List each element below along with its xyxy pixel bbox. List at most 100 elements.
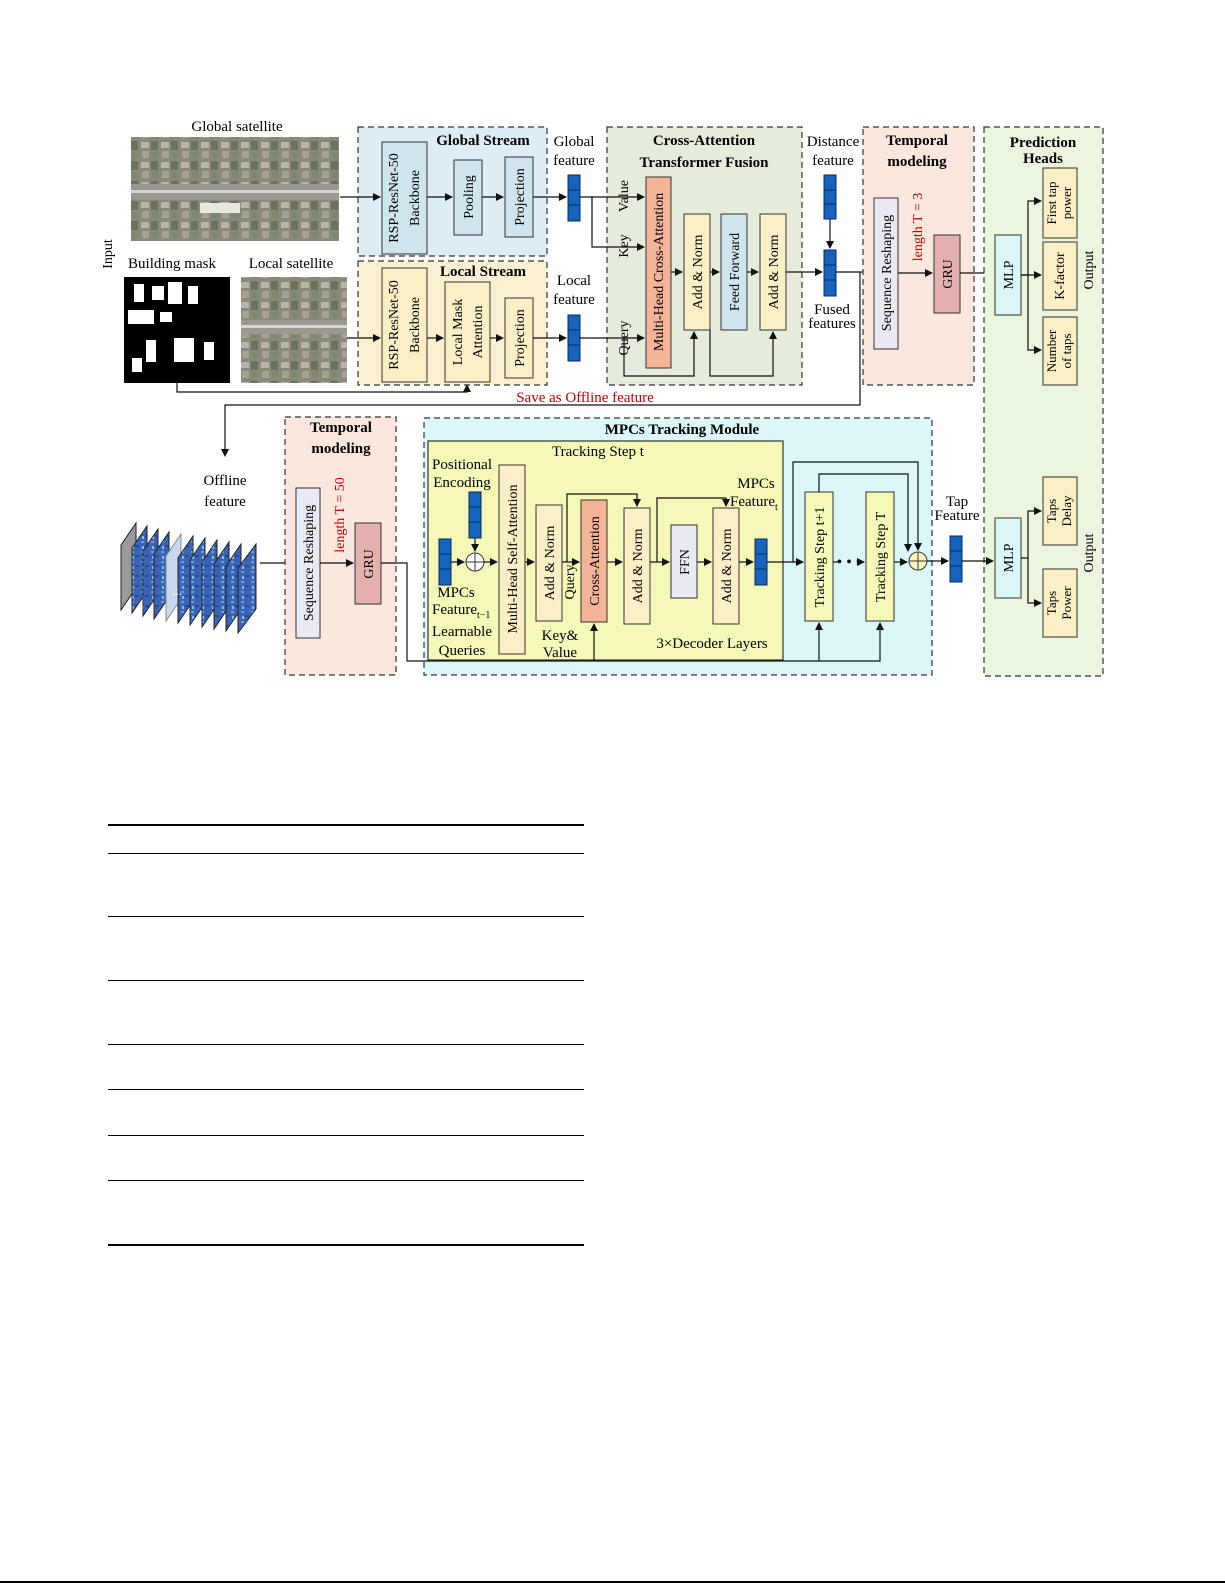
- tap-feature-token: [949, 535, 963, 583]
- local-stream-title: Local Stream: [440, 264, 526, 280]
- feature-prev-label: Featuret−1: [432, 602, 490, 621]
- prediction-title-line1: Prediction: [1010, 135, 1077, 151]
- temporal-top-title-line1: Temporal: [886, 133, 948, 149]
- local-feature-line2: feature: [553, 292, 595, 308]
- add-norm-a-label: Add & Norm: [543, 526, 558, 601]
- page-bottom-rule: [0, 1581, 1225, 1583]
- local-backbone-line2: Backbone: [408, 297, 423, 353]
- temporal-bottom-reshape-label: Sequence Reshaping: [302, 505, 317, 621]
- fused-features-line2: features: [808, 316, 856, 332]
- local-feature-token: [567, 314, 581, 362]
- fused-features-line1: Fused: [814, 302, 850, 318]
- mlp-top-label: MLP: [1002, 260, 1017, 289]
- cross-attention-title-line1: Cross-Attention: [653, 133, 756, 149]
- tracking-step-T-label: Tracking Step T: [874, 511, 889, 602]
- table-bottom-rule: [108, 1244, 584, 1246]
- table-row-rule: [108, 1044, 584, 1045]
- local-mask-attention-line1: Local Mask: [451, 299, 466, 365]
- global-feature-token: [567, 174, 581, 222]
- tap-feature-line2: Feature: [935, 508, 980, 524]
- global-feature-line2: feature: [553, 153, 595, 169]
- ffn-label: FFN: [678, 549, 693, 575]
- table-row-rule: [108, 980, 584, 981]
- tracking-step-t1-label: Tracking Step t+1: [813, 507, 828, 608]
- fusion-arrows: [580, 193, 823, 377]
- global-satellite-image: [131, 137, 339, 241]
- value-label: Value: [617, 180, 632, 212]
- number-of-taps-line1: Number: [1044, 329, 1059, 372]
- feature-prev-text: Feature: [432, 602, 477, 618]
- positional-encoding-token: [468, 491, 482, 539]
- table-row-rule: [108, 1135, 584, 1136]
- temporal-top-reshape-label: Sequence Reshaping: [880, 215, 895, 331]
- feature-t-label: Featuret: [730, 494, 778, 513]
- taps-power-line1: Taps: [1044, 591, 1059, 615]
- global-feature-line1: Global: [554, 134, 595, 150]
- prediction-title-line2: Heads: [1023, 151, 1063, 167]
- number-of-taps-line2: of taps: [1059, 333, 1074, 368]
- local-feature-line1: Local: [557, 273, 591, 289]
- cross-attention-box: [580, 499, 608, 623]
- local-backbone-line1: RSP-ResNet-50: [387, 280, 402, 369]
- global-backbone-box: [381, 141, 428, 255]
- learnable-queries-line1: Learnable: [432, 624, 492, 640]
- output-top-label: Output: [1082, 250, 1097, 289]
- table-row-rule: [108, 1180, 584, 1181]
- building-mask-label: Building mask: [128, 256, 216, 272]
- building-mask-image: [124, 277, 230, 383]
- table-row-rule: [108, 916, 584, 917]
- decoder-query-label: Query: [563, 565, 578, 600]
- distance-feature-token: [823, 174, 837, 220]
- add-norm-c-box: [712, 507, 740, 625]
- learnable-queries-line2: Queries: [439, 643, 486, 659]
- output-bottom-label: Output: [1082, 533, 1097, 572]
- feature-t-text: Feature: [730, 494, 775, 510]
- distance-feature-line2: feature: [812, 153, 854, 169]
- add-norm-1-label: Add & Norm: [691, 235, 706, 310]
- local-satellite-label: Local satellite: [249, 256, 334, 272]
- table-header-rule: [108, 853, 584, 854]
- ffn-box: [670, 524, 698, 599]
- mhca-box: [645, 176, 672, 369]
- feed-forward-label: Feed Forward: [728, 233, 743, 311]
- mpc-tracking-title: MPCs Tracking Module: [605, 422, 760, 438]
- add-norm-2-box: [759, 213, 787, 331]
- mlp-top-box: [994, 234, 1022, 316]
- table-top-rule: [108, 824, 584, 826]
- add-norm-c-label: Add & Norm: [720, 529, 735, 604]
- pooling-label: Pooling: [462, 175, 477, 219]
- mpcs-feature-prev-token: [438, 538, 452, 586]
- temporal-bottom-title-line1: Temporal: [310, 420, 372, 436]
- mpcs-feature-t-label: MPCs: [737, 476, 775, 492]
- offline-feature-line1: Offline: [203, 473, 246, 489]
- key-value-line2: Value: [543, 645, 577, 661]
- key-value-line1: Key&: [542, 628, 579, 644]
- global-satellite-label: Global satellite: [191, 119, 283, 135]
- mhsa-label: Multi-Head Self-Attention: [506, 485, 521, 634]
- local-satellite-image: [241, 277, 347, 383]
- taps-delay-line2: Delay: [1059, 495, 1074, 527]
- save-offline-label: Save as Offline feature: [516, 390, 654, 406]
- table-row-rule: [108, 1089, 584, 1090]
- temporal-top-gru-box: [933, 234, 961, 314]
- offline-feature-stack: ...: [120, 521, 257, 635]
- temporal-top-length: length T = 3: [911, 193, 926, 261]
- taps-power-line2: Power: [1059, 586, 1074, 620]
- decoder-layers-label: 3×Decoder Layers: [656, 636, 767, 652]
- k-factor-label: K-factor: [1053, 252, 1068, 300]
- temporal-top-reshape-box: [873, 197, 899, 350]
- architecture-diagram: Input Global satellite Building mask Loc…: [101, 119, 1104, 677]
- cross-attention-label: Cross-Attention: [588, 516, 603, 605]
- tracking-step-T-box: [865, 491, 895, 622]
- offline-ellipsis: ...: [172, 584, 183, 599]
- temporal-bottom-gru-label: GRU: [362, 549, 377, 579]
- sum-circle-icon: [908, 551, 928, 571]
- mhsa-box: [498, 464, 526, 655]
- first-tap-power-line1: First tap: [1044, 182, 1059, 225]
- first-tap-power-box: [1042, 167, 1078, 239]
- taps-delay-box: [1042, 476, 1078, 546]
- global-backbone-line1: RSP-ResNet-50: [387, 153, 402, 242]
- add-norm-b-box: [623, 507, 651, 625]
- cross-attention-title-line2: Transformer Fusion: [639, 155, 769, 171]
- add-norm-a-box: [535, 504, 563, 622]
